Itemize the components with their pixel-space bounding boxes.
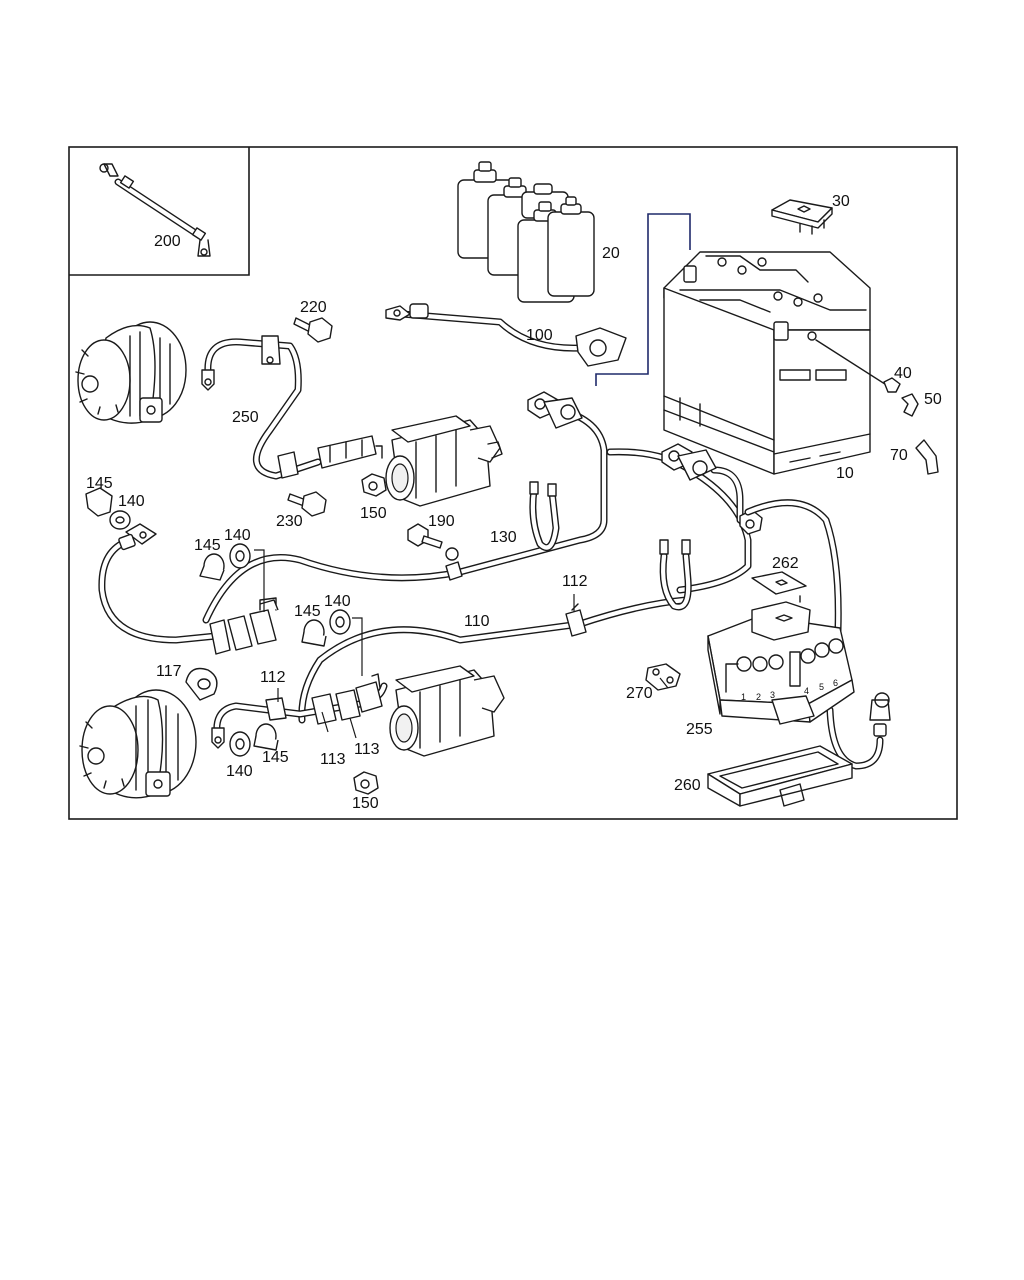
starter-motor-lower xyxy=(389,665,505,757)
diagram-frame xyxy=(68,146,958,820)
callout-140-upper: 140 xyxy=(118,493,145,510)
washer-140-upper xyxy=(109,510,131,530)
callout-255: 255 xyxy=(686,721,713,738)
callout-145-center: 145 xyxy=(294,603,321,620)
fuse-cover-262 xyxy=(751,571,807,603)
callout-112-upper: 112 xyxy=(562,573,588,590)
inset-frame xyxy=(69,147,250,276)
fuse-number-2: 2 xyxy=(756,692,761,702)
alternator-lower xyxy=(79,689,197,799)
callout-145-lower: 145 xyxy=(262,749,289,766)
callout-30: 30 xyxy=(832,193,850,210)
callout-50: 50 xyxy=(924,391,942,408)
callout-220: 220 xyxy=(300,299,327,316)
fuse-box-255: 1 2 3 4 5 6 xyxy=(707,601,855,725)
callout-40: 40 xyxy=(894,365,912,382)
callout-200: 200 xyxy=(154,233,181,250)
callout-10: 10 xyxy=(836,465,854,482)
fuse-number-4: 4 xyxy=(804,686,809,696)
positive-cable-main xyxy=(202,391,608,624)
callout-117: 117 xyxy=(156,663,182,680)
battery-10 xyxy=(663,251,871,475)
alternator-cable-250 xyxy=(201,335,383,480)
acid-bottles-20 xyxy=(457,161,595,303)
callout-270: 270 xyxy=(626,685,653,702)
washer-140-mid xyxy=(229,543,251,569)
callout-260: 260 xyxy=(674,777,701,794)
nut-150-upper xyxy=(361,473,387,497)
starter-motor-upper xyxy=(385,415,503,507)
grommet-145-lower xyxy=(253,723,279,751)
callout-140-mid: 140 xyxy=(224,527,251,544)
leader-lines xyxy=(254,549,669,739)
terminal-cover-30 xyxy=(771,199,833,235)
callout-262: 262 xyxy=(772,555,799,572)
battery-to-fuse-cable xyxy=(606,443,763,594)
grommet-145-center xyxy=(301,619,327,647)
vent-plug-40 xyxy=(815,339,901,393)
alternator-cable-lower xyxy=(98,523,279,655)
starter-cable-lower xyxy=(211,673,388,749)
callout-130: 130 xyxy=(490,529,517,546)
callout-150-lower: 150 xyxy=(352,795,379,812)
callout-100: 100 xyxy=(526,327,553,344)
cable-110 xyxy=(298,539,692,724)
callout-110: 110 xyxy=(464,613,490,630)
callout-145-mid: 145 xyxy=(194,537,221,554)
fuse-number-6: 6 xyxy=(833,678,838,688)
fuse-loop-cable xyxy=(744,499,891,770)
grommet-145-mid xyxy=(199,553,225,581)
clip-270 xyxy=(645,663,681,691)
grommet-145-upper xyxy=(85,487,113,517)
cable-130 xyxy=(445,481,560,581)
battery-cable-100 xyxy=(385,303,627,367)
nut-150-lower xyxy=(353,771,379,795)
callout-150-upper: 150 xyxy=(360,505,387,522)
callout-140-lower: 140 xyxy=(226,763,253,780)
fuse-number-5: 5 xyxy=(819,682,824,692)
callout-250: 250 xyxy=(232,409,259,426)
fuse-tray-260 xyxy=(707,745,853,807)
callout-113-right: 113 xyxy=(354,741,380,758)
ground-strap-200 xyxy=(99,163,211,257)
callout-145-upper: 145 xyxy=(86,475,113,492)
callout-113-left: 113 xyxy=(320,751,346,768)
bolt-220 xyxy=(293,317,333,343)
callout-190: 190 xyxy=(428,513,455,530)
callout-140-center: 140 xyxy=(324,593,351,610)
callout-70: 70 xyxy=(890,447,908,464)
bolt-190 xyxy=(407,523,443,549)
washer-140-center xyxy=(329,609,351,635)
fuse-number-3: 3 xyxy=(770,690,775,700)
leader-battery-clamp xyxy=(595,213,691,386)
callout-112-lower: 112 xyxy=(260,669,286,686)
alternator-upper xyxy=(75,321,187,424)
fuse-number-1: 1 xyxy=(741,692,746,702)
clip-117 xyxy=(185,667,218,701)
bolt-230 xyxy=(287,491,327,517)
callout-20: 20 xyxy=(602,245,620,262)
vent-elbow-50 xyxy=(901,393,919,417)
callout-230: 230 xyxy=(276,513,303,530)
washer-140-lower xyxy=(229,731,251,757)
vent-hose-70 xyxy=(915,439,939,475)
